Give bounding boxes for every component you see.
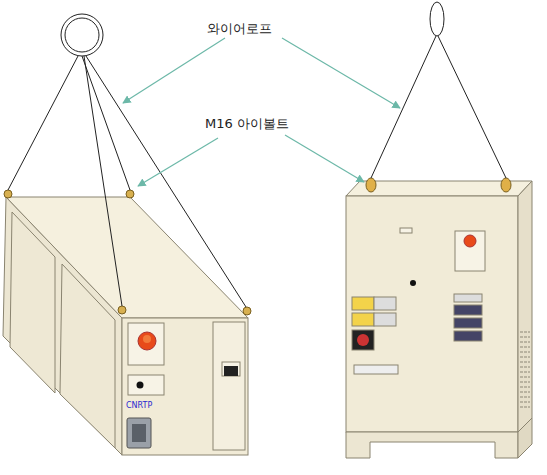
left-cabinet xyxy=(3,190,251,455)
leader-lines xyxy=(123,38,400,186)
connector-label: CNRTP xyxy=(126,402,152,411)
wire-rope-label: 와이어로프 xyxy=(205,22,274,36)
wire-rope-right xyxy=(371,2,506,178)
wire-rope-left xyxy=(8,14,246,307)
eyebolt-label: M16 아이볼트 xyxy=(203,117,291,131)
right-cabinet xyxy=(346,178,532,458)
